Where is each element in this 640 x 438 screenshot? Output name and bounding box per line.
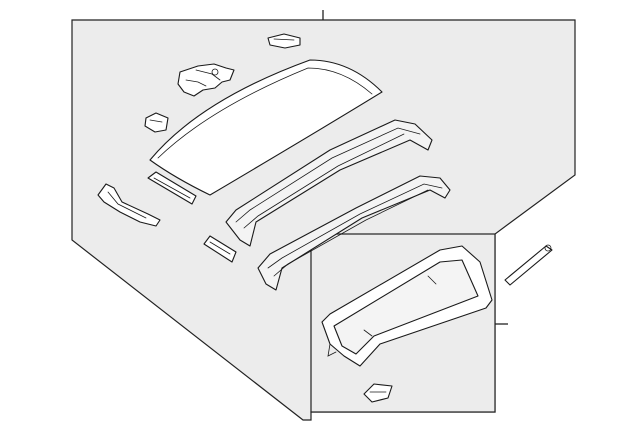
latch-bracket-part xyxy=(177,63,235,97)
small-block-part xyxy=(144,112,169,133)
rear-window-assembly-part xyxy=(321,245,493,367)
center-bow-part xyxy=(257,175,451,291)
small-bracket-part xyxy=(203,235,237,263)
top-clip-part xyxy=(267,33,301,49)
detail-clip-part xyxy=(363,383,393,403)
rear-trim-strip-part xyxy=(504,244,553,286)
side-seal-part xyxy=(147,171,197,205)
front-bow-part xyxy=(225,119,433,247)
hinge-bracket-part xyxy=(97,183,161,227)
roof-panel-part xyxy=(149,59,383,196)
